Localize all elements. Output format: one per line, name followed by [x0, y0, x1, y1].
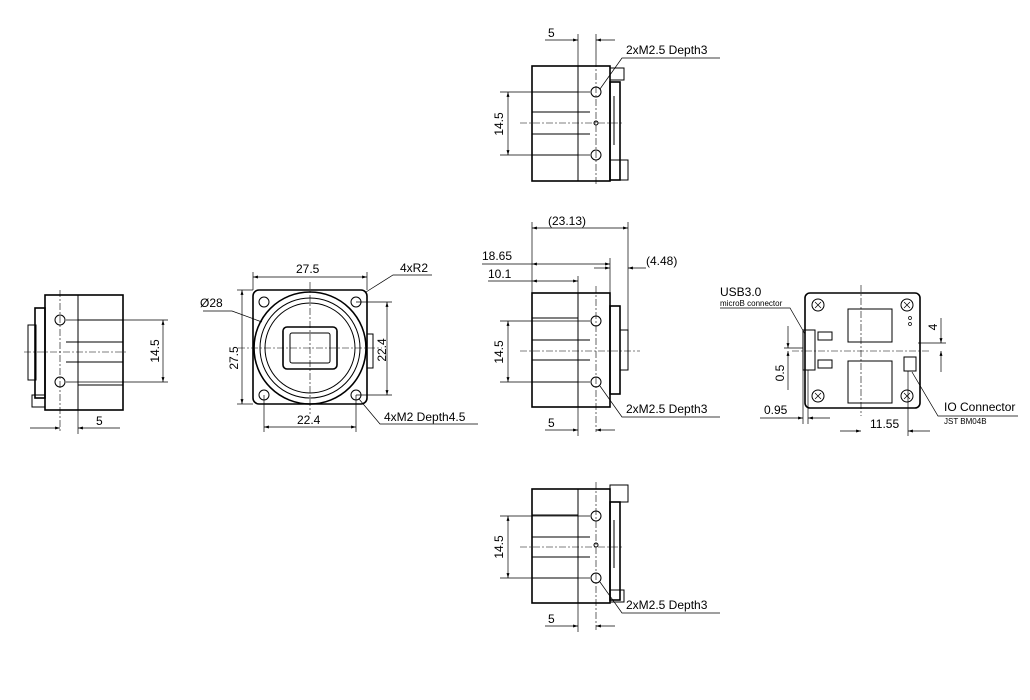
- rear-usb-label: USB3.0: [720, 285, 762, 299]
- top-dim-14-5: 14.5: [492, 112, 506, 136]
- side-screw-label: 2xM2.5 Depth3: [626, 402, 708, 416]
- left-dim-14-5: 14.5: [148, 339, 162, 363]
- rear-usb-sub-label: microB connector: [720, 299, 783, 308]
- side-length-body: 18.65: [482, 249, 512, 263]
- front-corner-radius: 4xR2: [400, 261, 428, 275]
- front-view: 27.5 27.5 22.4 22.4 Ø28 4xR2 4xM2 Depth4…: [200, 261, 478, 432]
- side-length-connector: (4.48): [646, 254, 677, 268]
- side-dim-14-5: 14.5: [492, 340, 506, 364]
- bottom-screw-label: 2xM2.5 Depth3: [626, 598, 708, 612]
- front-height: 27.5: [227, 346, 241, 370]
- bottom-dim-14-5: 14.5: [492, 535, 506, 559]
- rear-dim-11-55: 11.55: [870, 417, 899, 431]
- rear-io-label: IO Connector: [944, 400, 1015, 414]
- rear-view: USB3.0 microB connector 4 0.5 0.95 11.55…: [720, 285, 1018, 436]
- top-dim-5: 5: [548, 26, 555, 40]
- top-view: 14.5 5 2xM2.5 Depth3: [492, 26, 720, 186]
- rear-dim-4: 4: [926, 323, 940, 330]
- front-diameter: Ø28: [200, 296, 223, 310]
- front-screw-label: 4xM2 Depth4.5: [384, 410, 466, 424]
- side-length-front: 10.1: [488, 267, 512, 281]
- left-view: 14.5 5: [24, 290, 168, 434]
- rear-dim-0-5: 0.5: [773, 364, 787, 381]
- front-pitch-h: 22.4: [297, 413, 321, 427]
- bottom-dim-5: 5: [548, 612, 555, 626]
- side-dim-5: 5: [548, 416, 555, 430]
- rear-dim-0-95: 0.95: [764, 403, 788, 417]
- left-dim-5: 5: [96, 414, 103, 428]
- side-length-total: (23.13): [548, 214, 586, 228]
- bottom-view: 14.5 5 2xM2.5 Depth3: [492, 482, 720, 632]
- front-pitch-v: 22.4: [375, 338, 389, 362]
- top-screw-label: 2xM2.5 Depth3: [626, 43, 708, 57]
- side-view: (23.13) 18.65 10.1 (4.48) 14.5 5 2xM2.5 …: [482, 214, 720, 436]
- rear-io-sub-label: JST BM04B: [944, 417, 987, 426]
- front-width: 27.5: [296, 262, 320, 276]
